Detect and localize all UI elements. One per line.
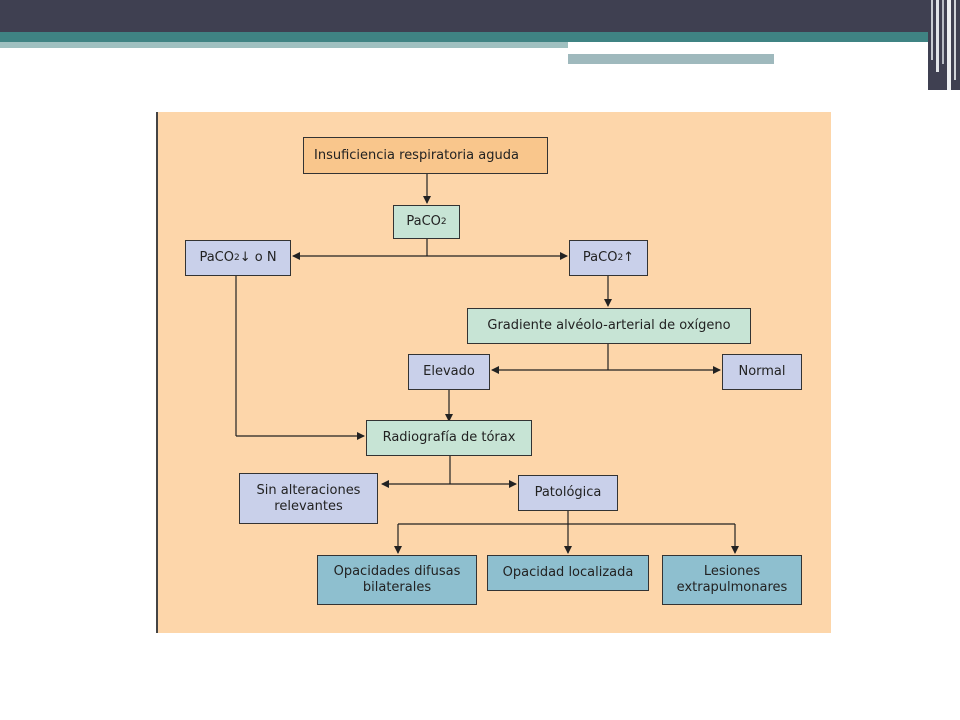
node-label: PaCO: [199, 250, 234, 265]
node-gradient: Gradiente alvéolo-arterial de oxígeno: [467, 308, 751, 344]
header-white-line: [572, 50, 890, 52]
node-label: Sin alteraciones relevantes: [256, 482, 361, 514]
arrow-up-icon: ↑: [623, 250, 635, 265]
node-label: Radiografía de tórax: [382, 430, 516, 445]
header-band-teal: [0, 32, 960, 42]
node-label: PaCO: [582, 250, 618, 265]
subscript: 2: [233, 253, 240, 263]
node-normal: Normal: [722, 354, 802, 390]
subscript: 2: [617, 253, 624, 263]
node-label: Opacidad localizada: [502, 565, 634, 580]
node-diffuse-opacities: Opacidades difusas bilaterales: [317, 555, 477, 605]
node-label: Patológica: [534, 485, 602, 500]
node-label: Insuficiencia respiratoria aguda: [314, 147, 519, 163]
header-stripes: [928, 0, 960, 90]
header-band-dark: [0, 0, 960, 32]
node-label: Normal: [738, 364, 786, 379]
subscript: 2: [440, 217, 447, 227]
node-label: Lesiones extrapulmonares: [676, 564, 788, 595]
node-extrapulmonary-lesions: Lesiones extrapulmonares: [662, 555, 802, 605]
node-label: Opacidades difusas bilaterales: [333, 564, 461, 595]
node-pathological: Patológica: [518, 475, 618, 511]
node-chest-xray: Radiografía de tórax: [366, 420, 532, 456]
node-elevated: Elevado: [408, 354, 490, 390]
node-label: Gradiente alvéolo-arterial de oxígeno: [487, 318, 731, 333]
node-acute-respiratory-failure: Insuficiencia respiratoria aguda: [303, 137, 548, 174]
flowchart-left-border: [156, 112, 158, 633]
node-label: Elevado: [423, 364, 475, 379]
node-label: PaCO: [406, 214, 441, 229]
arrow-down-icon: ↓: [239, 250, 251, 265]
node-suffix: o N: [254, 250, 277, 265]
header-band-light: [0, 42, 568, 48]
node-no-relevant-changes: Sin alteraciones relevantes: [239, 473, 378, 524]
header-band-light-short: [568, 54, 774, 64]
node-localized-opacity: Opacidad localizada: [487, 555, 649, 591]
